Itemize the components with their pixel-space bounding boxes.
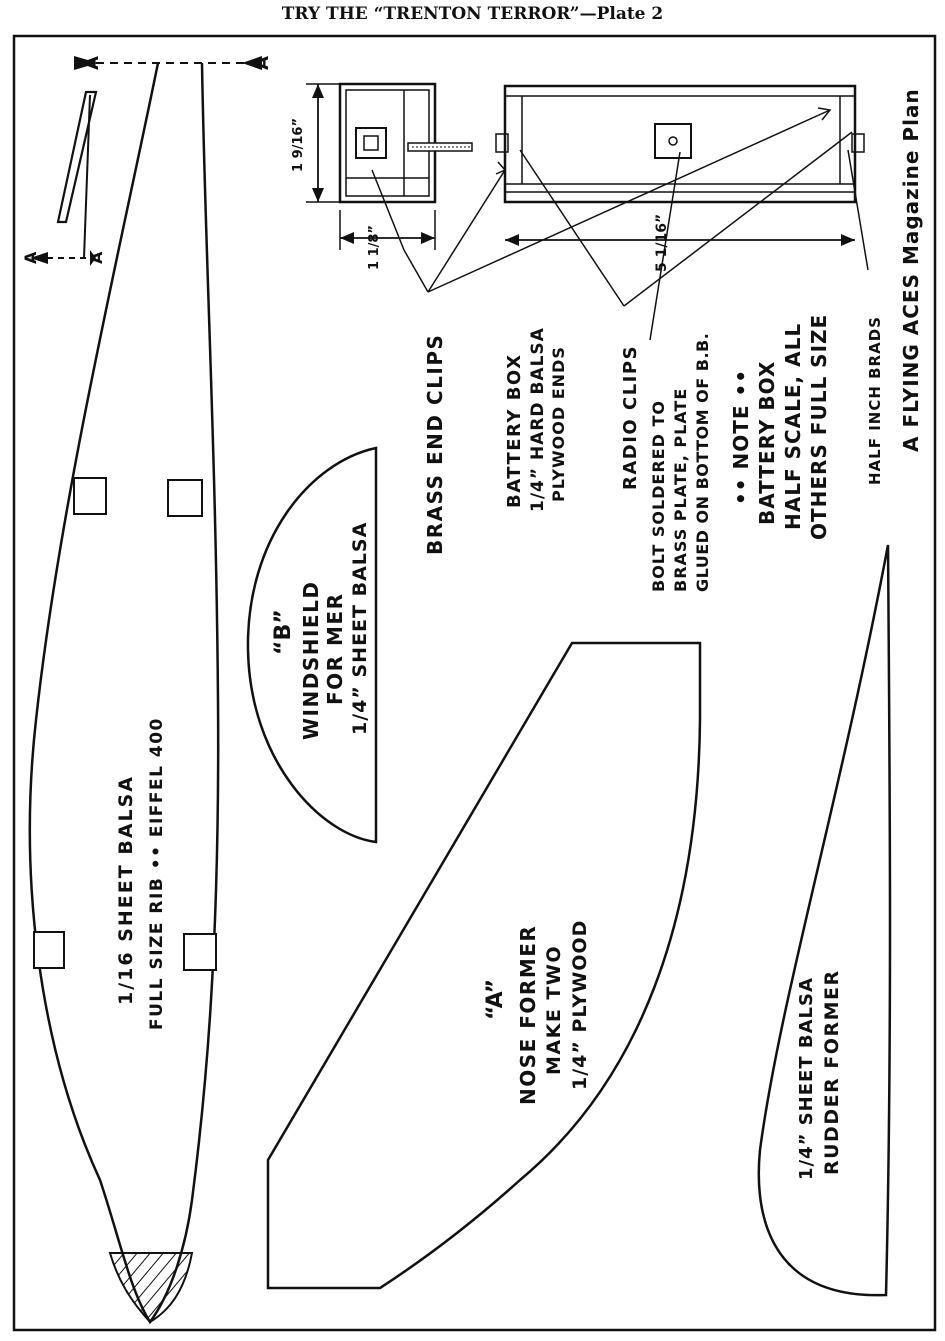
nose-former: “A” NOSE FORMER MAKE TWO 1/4” PLYWOOD — [266, 641, 702, 1290]
battery-box-side-view: 5 1/16” — [495, 84, 865, 272]
radio-clips-note: RADIO CLIPS — [620, 345, 641, 490]
note-line-3: OTHERS FULL SIZE — [807, 314, 831, 540]
windshield-former: “B” WINDSHIELD FOR MER 1/4” SHEET BALSA — [246, 446, 378, 844]
rudder-line-2: RUDDER FORMER — [821, 969, 843, 1175]
rib-label-1: 1/16 SHEET BALSA — [115, 775, 137, 1005]
rib-label-2: FULL SIZE RIB •• EIFFEL 400 — [147, 717, 167, 1030]
section-letter-a: A — [252, 56, 273, 70]
box-width-dim: 1 1/8” — [367, 225, 382, 270]
battery-note-1: BATTERY BOX — [504, 354, 525, 508]
battery-box-end-view: 1 9/16” 1 1/8” — [291, 82, 473, 270]
rib-notch — [33, 931, 65, 969]
battery-note-2: 1/4” HARD BALSA — [528, 327, 548, 512]
note-heading: •• NOTE •• — [729, 369, 753, 505]
rudder-former: 1/4” SHEET BALSA RUDDER FORMER — [757, 544, 892, 1297]
notes: BRASS END CLIPS BATTERY BOX 1/4” HARD BA… — [423, 88, 923, 592]
nose-line-3: 1/4” PLYWOOD — [569, 920, 591, 1090]
rib-cross-section — [56, 90, 98, 224]
section-letter-a: A — [87, 251, 106, 264]
section-letter-a: A — [82, 56, 103, 70]
note-line-1: BATTERY BOX — [755, 361, 779, 525]
credit-line: A FLYING ACES Magazine Plan — [899, 88, 923, 452]
section-letter-a: A — [21, 251, 40, 264]
box-length-dim: 5 1/16” — [654, 214, 670, 272]
brads-note: HALF INCH BRADS — [866, 316, 884, 485]
nose-line-1: NOSE FORMER — [516, 925, 540, 1105]
windshield-line-2: FOR MER — [323, 593, 347, 706]
box-height-dim: 1 9/16” — [291, 118, 306, 172]
plate-border — [12, 34, 937, 1332]
rib-notch — [167, 479, 203, 517]
section-marks: A A A A — [21, 56, 273, 266]
wing-rib: 1/16 SHEET BALSA FULL SIZE RIB •• EIFFEL… — [28, 62, 220, 1325]
rib-notch — [183, 933, 217, 971]
windshield-letter: “B” — [271, 609, 296, 655]
windshield-line-1: WINDSHIELD — [299, 581, 323, 740]
windshield-line-3: 1/4” SHEET BALSA — [349, 522, 371, 735]
rudder-line-1: 1/4” SHEET BALSA — [796, 977, 817, 1180]
rib-notch — [73, 477, 107, 515]
bolt-note-1: BOLT SOLDERED TO — [649, 400, 668, 592]
note-line-2: HALF SCALE, ALL — [781, 323, 805, 530]
nose-line-2: MAKE TWO — [543, 945, 565, 1075]
plate-title: TRY THE “TRENTON TERROR”—Plate 2 — [281, 4, 664, 24]
battery-note-3: PLYWOOD ENDS — [549, 346, 568, 502]
bolt-note-3: GLUED ON BOTTOM OF B.B. — [693, 333, 712, 592]
nose-letter: “A” — [483, 979, 508, 1020]
rib-hatched-spar — [108, 1252, 194, 1324]
leader-lines — [371, 107, 869, 341]
brass-clips-note: BRASS END CLIPS — [423, 334, 447, 555]
bolt-note-2: BRASS PLATE, PLATE — [671, 388, 690, 592]
